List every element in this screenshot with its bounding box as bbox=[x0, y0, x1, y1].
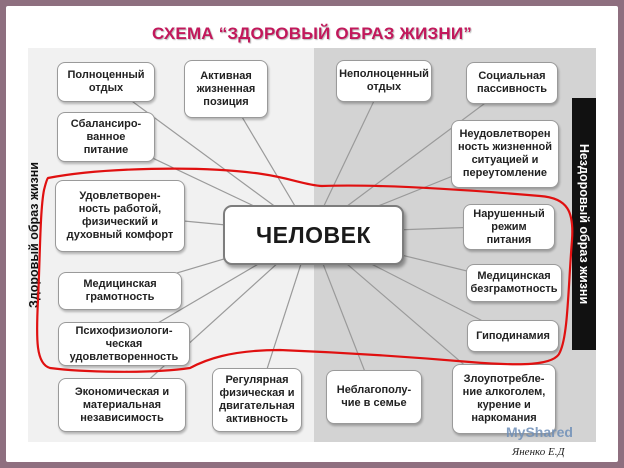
item-substance-abuse: Злоупотребле- ние алкоголем, курение и н… bbox=[452, 364, 556, 434]
slide-title: СХЕМА “ЗДОРОВЫЙ ОБРАЗ ЖИЗНИ” bbox=[152, 24, 472, 43]
item-active-life-position: Активная жизненная позиция bbox=[184, 60, 268, 118]
author-credit: Яненко Е.Д bbox=[512, 446, 565, 458]
item-hypodynamia: Гиподинамия bbox=[467, 320, 559, 352]
item-medical-literacy: Медицинская грамотность bbox=[58, 272, 182, 310]
item-life-dissatisfaction: Неудовлетворен ность жизненной ситуацией… bbox=[451, 120, 559, 188]
item-irregular-nutrition: Нарушенный режим питания bbox=[463, 204, 555, 250]
item-social-passivity: Социальная пассивность bbox=[466, 62, 558, 104]
item-regular-physical-activity: Регулярная физическая и двигательная акт… bbox=[212, 368, 302, 432]
item-work-satisfaction: Удовлетворен- ность работой, физический … bbox=[55, 180, 185, 252]
unhealthy-lifestyle-label: Нездоровый образ жизни bbox=[572, 98, 596, 350]
watermark-text: MyShared bbox=[506, 424, 573, 440]
item-medical-illiteracy: Медицинская безграмотность bbox=[466, 264, 562, 302]
item-psychophysiological-satisfaction: Психофизиологи- ческая удовлетворенность bbox=[58, 322, 190, 366]
item-full-rest: Полноценный отдых bbox=[57, 62, 155, 102]
item-insufficient-rest: Неполноценный отдых bbox=[336, 60, 432, 102]
red-highlight-loop-path bbox=[35, 167, 574, 373]
item-family-trouble: Неблагополу- чие в семье bbox=[326, 370, 422, 424]
item-economic-independence: Экономическая и материальная независимос… bbox=[58, 378, 186, 432]
item-balanced-nutrition: Сбалансиро- ванное питание bbox=[57, 112, 155, 162]
center-person-box: ЧЕЛОВЕК bbox=[223, 205, 404, 265]
watermark: MyShared bbox=[506, 424, 573, 440]
